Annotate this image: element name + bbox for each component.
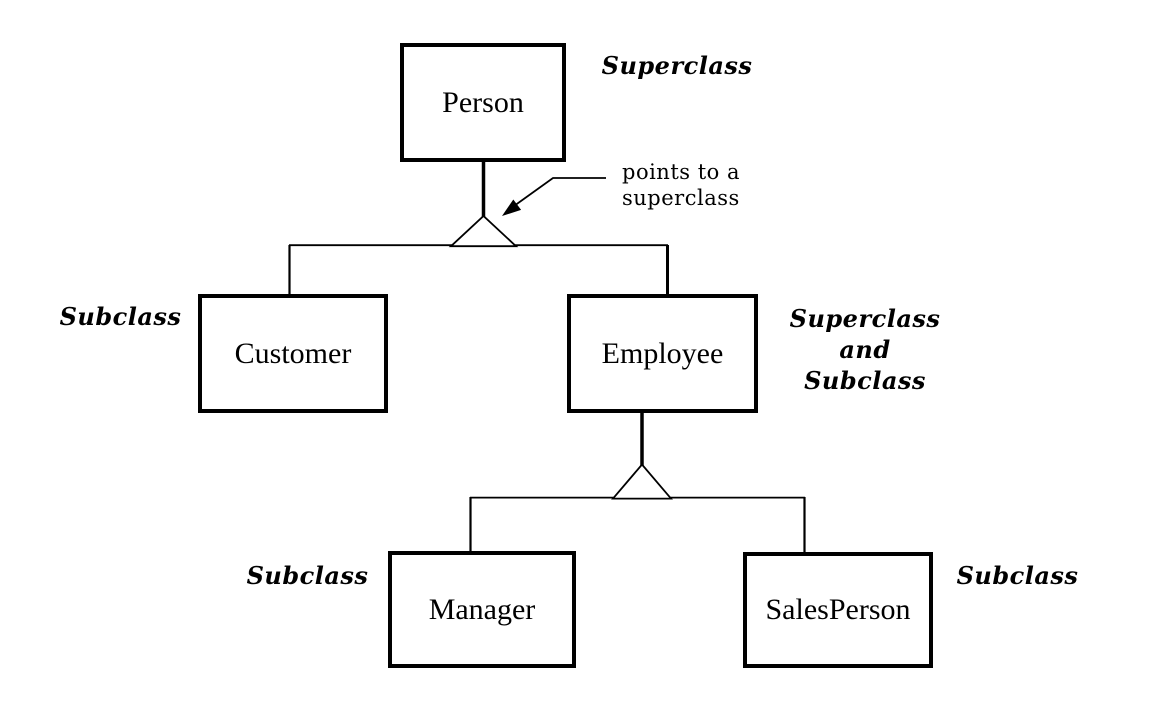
inheritance-triangle-top-icon bbox=[448, 214, 519, 248]
callout-arrow-icon bbox=[502, 199, 522, 216]
callout-leader-line bbox=[513, 177, 606, 207]
class-name-label: Customer bbox=[234, 336, 352, 370]
class-box-customer: Customer bbox=[198, 294, 388, 413]
class-box-manager: Manager bbox=[388, 551, 576, 668]
role-label-superclass-and-subclass: Superclass and Subclass bbox=[770, 303, 960, 396]
role-label-subclass-salesperson: Subclass bbox=[956, 561, 1079, 590]
class-name-label: SalesPerson bbox=[765, 593, 911, 626]
role-label-line: and bbox=[839, 335, 891, 364]
callout-points-to-superclass: points to a superclass bbox=[622, 159, 740, 211]
class-box-person: Person bbox=[400, 43, 566, 162]
class-name-label: Employee bbox=[601, 336, 724, 370]
class-box-salesperson: SalesPerson bbox=[743, 552, 933, 668]
class-name-label: Person bbox=[442, 85, 524, 119]
inheritance-triangle-bottom-icon bbox=[611, 463, 673, 500]
callout-line: points to a bbox=[622, 160, 740, 184]
role-label-subclass-manager: Subclass bbox=[246, 561, 369, 590]
class-name-label: Manager bbox=[428, 592, 536, 626]
role-label-subclass-customer: Subclass bbox=[59, 302, 182, 331]
role-label-line: Superclass bbox=[789, 304, 941, 333]
callout-line: superclass bbox=[622, 186, 740, 210]
class-box-employee: Employee bbox=[567, 294, 758, 413]
role-label-line: Subclass bbox=[804, 366, 926, 395]
role-label-superclass: Superclass bbox=[601, 51, 753, 80]
